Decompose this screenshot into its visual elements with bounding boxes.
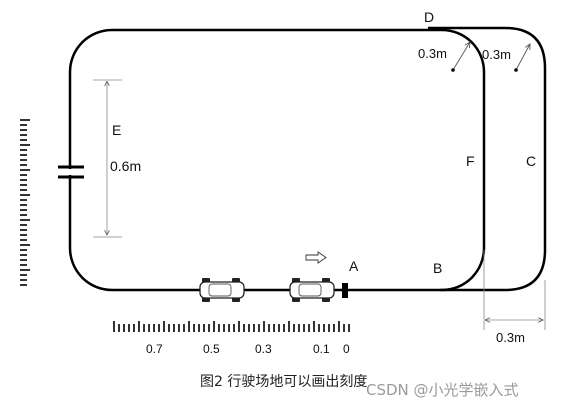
scale-tick-0: 0.7: [146, 342, 163, 356]
label-a: A: [349, 258, 359, 274]
start-line-a: [342, 283, 348, 298]
left-gate-marker: [58, 165, 84, 179]
label-f: F: [466, 153, 475, 169]
radius-arrow-outer: [515, 44, 530, 71]
width-dimension: [483, 250, 546, 330]
label-e: E: [112, 122, 121, 138]
scale-tick-3: 0.1: [313, 342, 330, 356]
vertical-ruler: [20, 119, 30, 286]
radius-center-outer: [514, 68, 518, 72]
scale-tick-2: 0.3: [255, 342, 272, 356]
label-b: B: [433, 260, 442, 276]
outer-track-loop: [428, 26, 547, 292]
label-height: 0.6m: [110, 158, 141, 174]
radius-center-inner: [451, 68, 455, 72]
label-d: D: [424, 9, 434, 25]
watermark: CSDN @小光学嵌入式: [366, 381, 519, 399]
car-left: [199, 278, 245, 302]
main-track: [68, 28, 486, 292]
scale-tick-4: 0: [343, 342, 350, 356]
radius-arrow-inner: [452, 42, 470, 71]
label-radius-inner: 0.3m: [418, 46, 447, 61]
label-c: C: [526, 153, 536, 169]
figure-caption: 图2 行驶场地可以画出刻度: [200, 374, 367, 390]
car-right: [289, 278, 335, 302]
scale-tick-1: 0.5: [203, 342, 220, 356]
label-width: 0.3m: [496, 330, 525, 345]
label-radius-outer: 0.3m: [482, 47, 511, 62]
direction-arrow-icon: [305, 251, 327, 264]
horizontal-ruler: [113, 321, 350, 332]
height-dimension: [93, 79, 122, 238]
